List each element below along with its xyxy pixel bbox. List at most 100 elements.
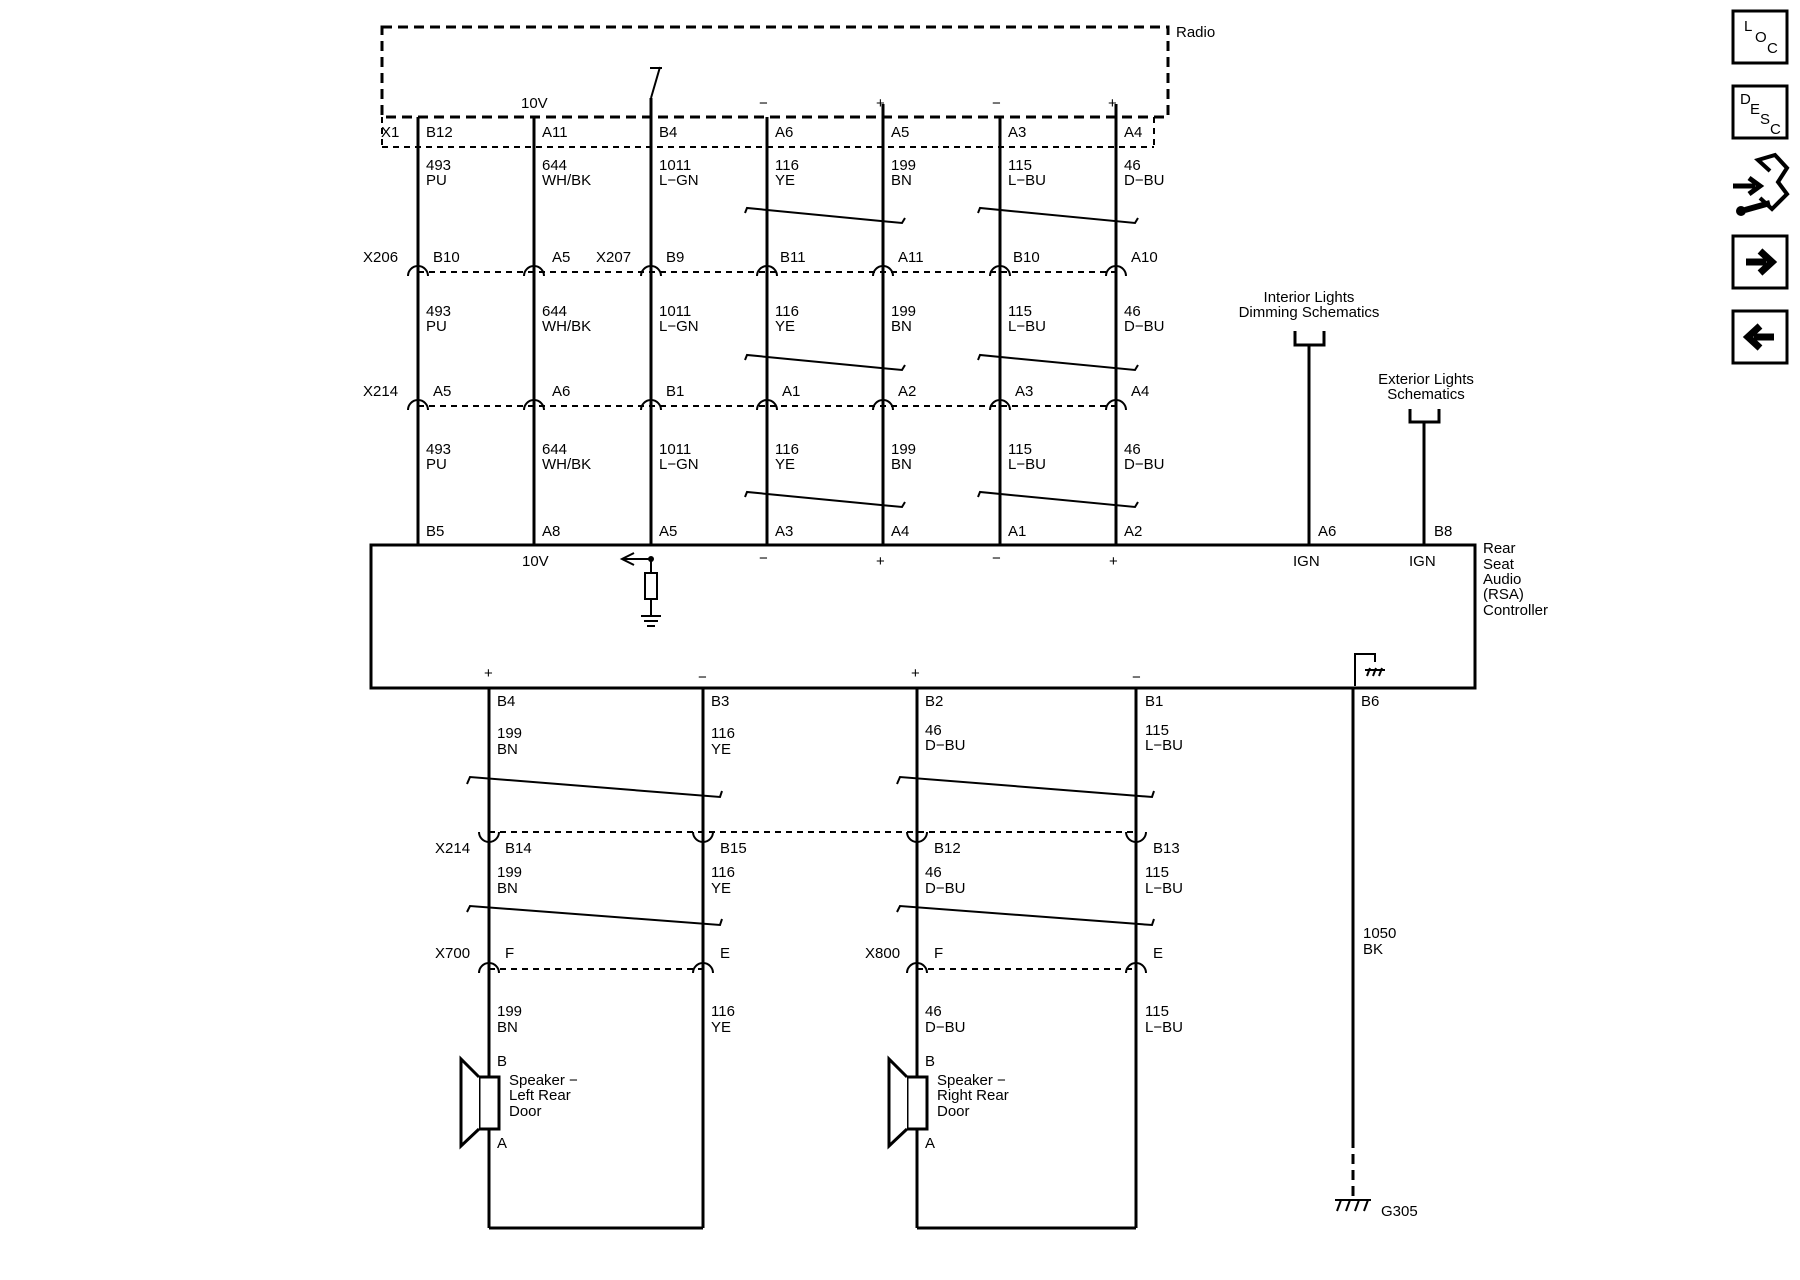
svg-text:Controller: Controller [1483,602,1548,619]
svg-text:644: 644 [542,303,567,320]
svg-text:B1: B1 [1145,693,1163,710]
svg-text:199: 199 [497,725,522,742]
svg-text:Speaker −: Speaker − [509,1072,578,1089]
svg-text:A: A [925,1135,935,1152]
x700-label: X700 [435,945,470,962]
svg-text:116: 116 [775,303,799,320]
svg-text:B6: B6 [1361,693,1379,710]
svg-text:Seat: Seat [1483,556,1515,573]
svg-text:D−BU: D−BU [925,1019,965,1036]
svg-text:115: 115 [1008,441,1032,458]
svg-text:B10: B10 [1013,249,1040,266]
g305-label: G305 [1381,1203,1418,1220]
back-button[interactable] [1731,309,1789,365]
rsa-top-pin-labels: B5 A8 A5 A3 A4 A1 A2 A6 B8 [426,523,1452,540]
connector-tools-icon[interactable] [1733,152,1790,216]
svg-text:+: + [484,665,493,682]
svg-text:PU: PU [426,456,447,473]
connector-x214-upper: X214 A5 A6 B1 A1 A2 A3 A4 [363,383,1149,411]
svg-text:46: 46 [925,864,942,881]
svg-text:+: + [1109,553,1118,570]
connector-x214-lower: X214 B14 B15 B12 B13 [435,831,1180,857]
svg-text:B: B [925,1053,935,1070]
svg-text:BN: BN [497,880,518,897]
svg-text:1011: 1011 [659,303,691,320]
svg-text:B4: B4 [497,693,515,710]
arrow-left-icon [1742,323,1774,351]
x214-lower-label: X214 [435,840,470,857]
svg-text:+: + [876,553,885,570]
connector-x700-x800: X700 X800 F E F E [435,945,1163,974]
svg-text:Right Rear: Right Rear [937,1087,1009,1104]
svg-text:BN: BN [497,741,518,758]
svg-text:46: 46 [925,722,942,739]
loc-button[interactable]: L O C [1731,9,1789,65]
forward-button[interactable] [1731,234,1789,290]
radio-switch-symbol [650,66,662,99]
svg-text:D−BU: D−BU [925,880,965,897]
svg-text:Dimming Schematics: Dimming Schematics [1239,304,1380,321]
svg-text:199: 199 [891,303,916,320]
svg-text:L−BU: L−BU [1008,456,1046,473]
svg-text:L−BU: L−BU [1008,318,1046,335]
svg-text:O: O [1755,29,1767,46]
svg-text:IGN: IGN [1293,553,1320,570]
twisted-pair-marks-lower [466,775,1155,927]
radio-polarity-a6: − [759,95,768,112]
svg-text:Door: Door [937,1103,970,1120]
svg-text:116: 116 [711,725,735,742]
svg-text:A11: A11 [898,249,924,266]
radio-box: Radio X1 10V [380,24,1215,148]
svg-text:644: 644 [542,441,567,458]
svg-text:115: 115 [1008,303,1032,320]
svg-text:A5: A5 [552,249,570,266]
radio-pin-a3: A3 [1008,124,1026,141]
ground-g305: 1050 BK G305 [1335,925,1418,1220]
radio-label: Radio [1176,24,1215,41]
x207-label: X207 [596,249,631,266]
rsa-10v-label: 10V [522,553,549,570]
radio-pin-a6: A6 [775,124,793,141]
svg-text:116: 116 [775,157,799,174]
svg-text:115: 115 [1145,722,1169,739]
svg-text:S: S [1760,111,1770,128]
svg-text:E: E [1750,101,1760,118]
radio-outline [380,25,1170,119]
svg-text:46: 46 [1124,157,1141,174]
x800-label: X800 [865,945,900,962]
twisted-pair-marks-upper [744,206,1139,509]
svg-text:A4: A4 [891,523,909,540]
interior-lights-reference: Interior Lights Dimming Schematics [1239,289,1380,545]
svg-text:L−GN: L−GN [659,172,699,189]
svg-text:WH/BK: WH/BK [542,318,591,335]
radio-pin-b12: B12 [426,124,453,141]
radio-pin-a5: A5 [891,124,909,141]
svg-text:A10: A10 [1131,249,1158,266]
upper-wires [416,98,1118,545]
svg-text:F: F [505,945,514,962]
svg-text:A3: A3 [1015,383,1033,400]
svg-text:L−BU: L−BU [1145,880,1183,897]
svg-text:L−GN: L−GN [659,318,699,335]
svg-text:B15: B15 [720,840,747,857]
radio-pin-a11: A11 [542,124,568,141]
desc-button[interactable]: D E S C [1731,84,1789,140]
svg-text:E: E [720,945,730,962]
radio-polarity-a3: − [992,95,1001,112]
rsa-bottom-pin-labels: B4 B3 B2 B1 B6 [497,693,1379,710]
svg-text:A6: A6 [1318,523,1336,540]
svg-text:L−GN: L−GN [659,456,699,473]
svg-text:115: 115 [1145,864,1169,881]
svg-text:1050: 1050 [1363,925,1396,942]
svg-text:A8: A8 [542,523,560,540]
svg-text:YE: YE [775,456,795,473]
radio-polarity-a4: + [1108,95,1117,112]
svg-text:+: + [911,665,920,682]
svg-text:−: − [1132,669,1141,686]
rsa-internal-output-symbol [619,552,661,627]
svg-text:F: F [934,945,943,962]
svg-text:D−BU: D−BU [1124,172,1164,189]
svg-text:Schematics: Schematics [1387,386,1465,403]
